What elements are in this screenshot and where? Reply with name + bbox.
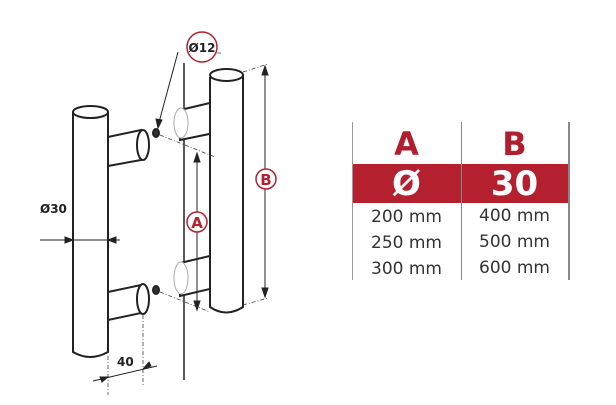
cell-b: 500 mm [479,232,550,252]
left-handle-bar [72,112,109,358]
label-offset: 40 [117,355,134,369]
cell-a: 250 mm [371,233,442,253]
cell-a: 200 mm [371,207,442,227]
left-lower-standoff [107,283,142,322]
cell-b: 600 mm [479,258,550,278]
right-handle-bar [209,75,244,314]
label-diameter-fixing: Ø12 [189,41,216,55]
cell-b: 400 mm [479,206,550,226]
label-dim-a: A [191,214,203,232]
header-b: B [502,125,527,163]
diameter-band: Ø 30 [353,164,568,204]
column-divider [461,122,462,280]
label-dim-b: B [260,171,271,189]
cell-a: 300 mm [371,259,442,279]
header-a: A [394,125,419,163]
left-upper-standoff [107,128,142,168]
label-diameter-bar: Ø30 [40,202,67,216]
diameter-value: 30 [490,164,539,204]
diameter-symbol: Ø [392,164,421,204]
dimensions-table: A B Ø 30 200 mm 400 mm 250 mm 500 mm 300… [352,122,570,280]
